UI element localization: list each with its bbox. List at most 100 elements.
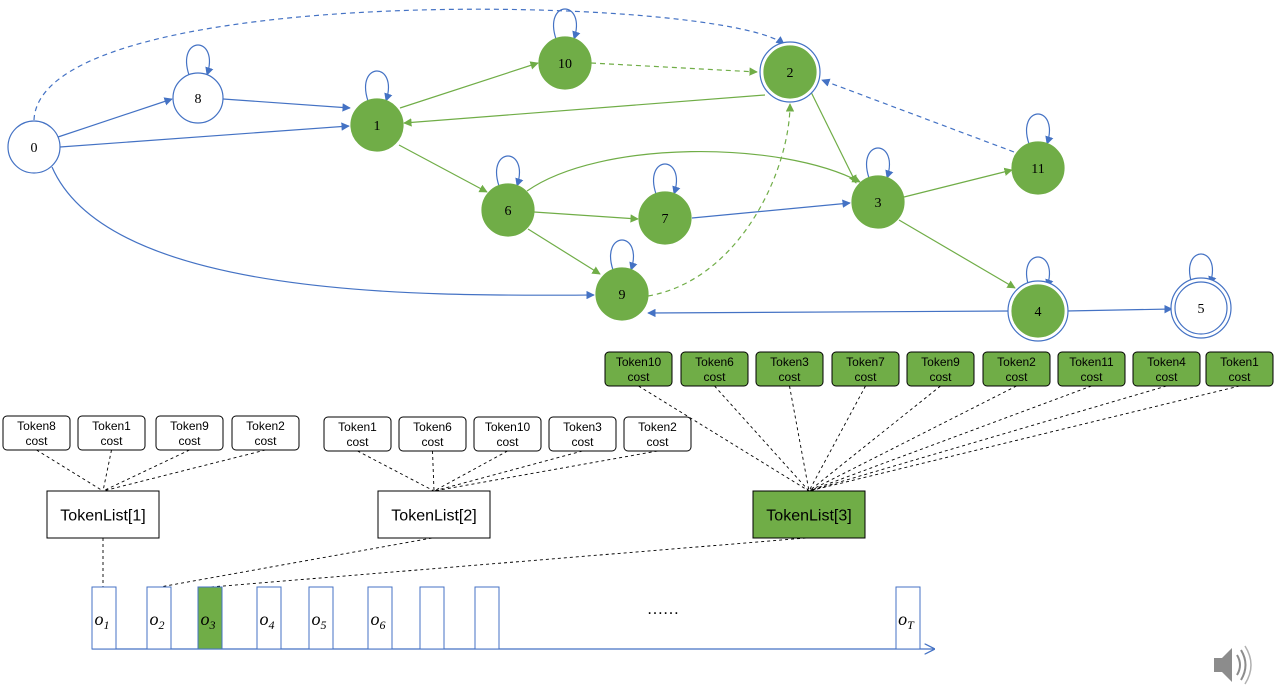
state-label: 9 <box>619 288 626 303</box>
frame-label: o3 <box>201 609 216 632</box>
graph-edges <box>33 8 1173 318</box>
token-link <box>714 385 810 492</box>
edge-10-to-2 <box>590 62 758 76</box>
edge-9-to-2 <box>647 103 795 297</box>
frame-6: o6 <box>367 586 393 650</box>
timeline-ellipsis: …… <box>647 601 679 618</box>
token-cost: cost <box>1080 370 1103 384</box>
token-list-label: TokenList[1] <box>60 508 145 525</box>
self-loop-1 <box>365 70 393 102</box>
state-node-9: 9 <box>595 267 649 321</box>
state-label: 5 <box>1198 302 1205 317</box>
frame-7 <box>419 586 445 650</box>
state-label: 8 <box>195 92 202 107</box>
frame-3: o3 <box>197 586 223 650</box>
token-name: Token2 <box>997 355 1036 369</box>
token-cost: cost <box>929 370 952 384</box>
token-name: Token11 <box>1069 355 1114 369</box>
token-name: Token6 <box>695 355 734 369</box>
token-name: Token9 <box>170 419 209 433</box>
token-cost: cost <box>254 434 277 448</box>
token-name: Token10 <box>485 420 531 434</box>
state-node-6: 6 <box>481 183 535 237</box>
edge-1-to-6 <box>398 144 488 193</box>
edge-11-to-2 <box>821 78 1015 153</box>
frame-label: o6 <box>371 609 386 632</box>
self-loop-11 <box>1026 113 1054 145</box>
state-node-11: 11 <box>1011 141 1065 195</box>
token-name: Token6 <box>413 420 452 434</box>
list-frame-link-2 <box>159 537 433 588</box>
frame-2: o2 <box>146 586 172 650</box>
edge-8-to-1 <box>222 98 351 112</box>
self-loop-4 <box>1026 256 1054 288</box>
frame-label: o2 <box>150 609 165 632</box>
self-loop-8 <box>186 44 214 76</box>
state-label: 4 <box>1035 305 1042 320</box>
edge-6-to-9 <box>527 228 601 275</box>
token-cost: cost <box>25 434 48 448</box>
token-name: Token2 <box>246 419 285 433</box>
token-link <box>808 385 941 492</box>
self-loop-6 <box>496 155 524 187</box>
state-label: 7 <box>662 212 669 227</box>
speaker-icon[interactable] <box>1214 645 1252 685</box>
token-cost: cost <box>778 370 801 384</box>
token-link <box>433 450 508 492</box>
token-link <box>808 385 866 492</box>
token-lists: TokenList[1]Token8costToken1costToken9co… <box>2 351 1274 539</box>
token-link <box>36 449 104 492</box>
token-name: Token10 <box>616 355 662 369</box>
token-cost: cost <box>854 370 877 384</box>
token-link <box>102 449 112 492</box>
token-link <box>433 450 658 492</box>
token-name: Token1 <box>1220 355 1259 369</box>
state-label: 3 <box>875 196 882 211</box>
state-node-2: 2 <box>759 41 821 103</box>
token-name: Token2 <box>638 420 677 434</box>
frame-5: o5 <box>308 586 334 650</box>
state-label: 11 <box>1031 162 1044 177</box>
token-cost: cost <box>1005 370 1028 384</box>
token-cost: cost <box>346 435 369 449</box>
self-loop-9 <box>610 239 638 271</box>
token-name: Token3 <box>563 420 602 434</box>
token-name: Token7 <box>846 355 885 369</box>
token-cost: cost <box>421 435 444 449</box>
state-label: 6 <box>505 204 512 219</box>
token-name: Token4 <box>1147 355 1186 369</box>
self-loop-3 <box>866 147 894 179</box>
self-loop-5 <box>1189 253 1217 285</box>
token-cost: cost <box>496 435 519 449</box>
graph-self-loops <box>186 8 1217 288</box>
edge-0-to-2 <box>33 8 785 121</box>
state-node-3: 3 <box>851 175 905 229</box>
token-link <box>433 450 583 492</box>
token-list-label: TokenList[3] <box>766 508 851 525</box>
frame-9: oT <box>895 586 921 650</box>
state-node-0: 0 <box>7 120 61 174</box>
edge-2-to-1 <box>403 94 766 127</box>
token-name: Token1 <box>92 419 131 433</box>
frame-label: o5 <box>312 609 327 632</box>
state-node-10: 10 <box>538 36 592 90</box>
state-node-4: 4 <box>1007 280 1069 342</box>
self-loop-7 <box>653 163 681 195</box>
token-link <box>808 385 1240 492</box>
edge-6-to-3 <box>526 150 861 192</box>
token-list-1: TokenList[1]Token8costToken1costToken9co… <box>2 415 300 539</box>
token-name: Token8 <box>17 419 56 433</box>
token-link <box>808 385 1017 492</box>
